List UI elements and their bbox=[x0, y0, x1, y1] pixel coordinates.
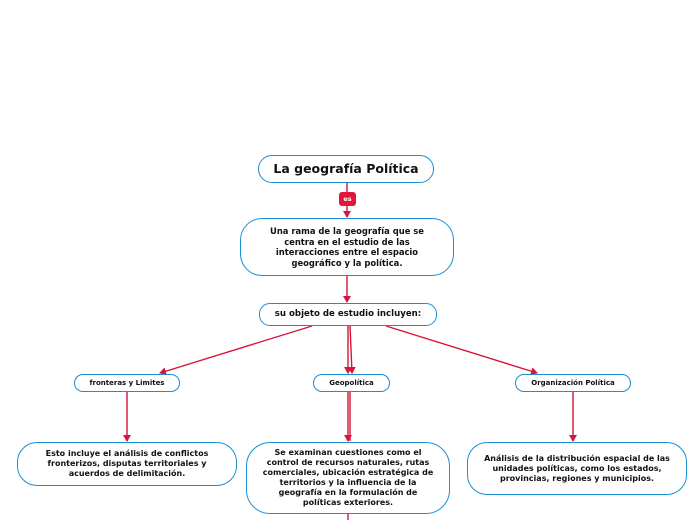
title-text: La geografía Política bbox=[273, 161, 419, 177]
leaf-geopolitica-text: Se examinan cuestiones como el control d… bbox=[262, 448, 434, 507]
connector-label-badge: es bbox=[339, 192, 356, 206]
objective-text: su objeto de estudio incluyen: bbox=[274, 309, 422, 320]
leaf-fronteras-node[interactable]: Esto incluye el análisis de conflictos f… bbox=[17, 442, 237, 486]
branch-geopolitica-text: Geopolítica bbox=[329, 378, 374, 387]
branch-fronteras-node[interactable]: fronteras y Limites bbox=[74, 374, 180, 392]
connector-objective-geopolitica-b bbox=[347, 325, 356, 374]
branch-organizacion-node[interactable]: Organización Política bbox=[515, 374, 631, 392]
connector-objective-organizacion bbox=[385, 325, 538, 376]
objective-node[interactable]: su objeto de estudio incluyen: bbox=[259, 303, 437, 326]
leaf-organizacion-node[interactable]: Análisis de la distribución espacial de … bbox=[467, 442, 687, 495]
leaf-organizacion-text: Análisis de la distribución espacial de … bbox=[484, 453, 670, 483]
leaf-fronteras-text: Esto incluye el análisis de conflictos f… bbox=[45, 449, 209, 478]
connector-objective-fronteras bbox=[159, 325, 313, 376]
branch-fronteras-text: fronteras y Limites bbox=[89, 378, 165, 387]
branch-organizacion-text: Organización Política bbox=[531, 378, 615, 387]
definition-node[interactable]: Una rama de la geografía que se centra e… bbox=[240, 218, 454, 276]
title-node[interactable]: La geografía Política bbox=[258, 155, 434, 183]
definition-text: Una rama de la geografía que se centra e… bbox=[270, 226, 424, 268]
branch-geopolitica-node[interactable]: Geopolítica bbox=[313, 374, 390, 392]
leaf-geopolitica-node[interactable]: Se examinan cuestiones como el control d… bbox=[246, 442, 450, 514]
